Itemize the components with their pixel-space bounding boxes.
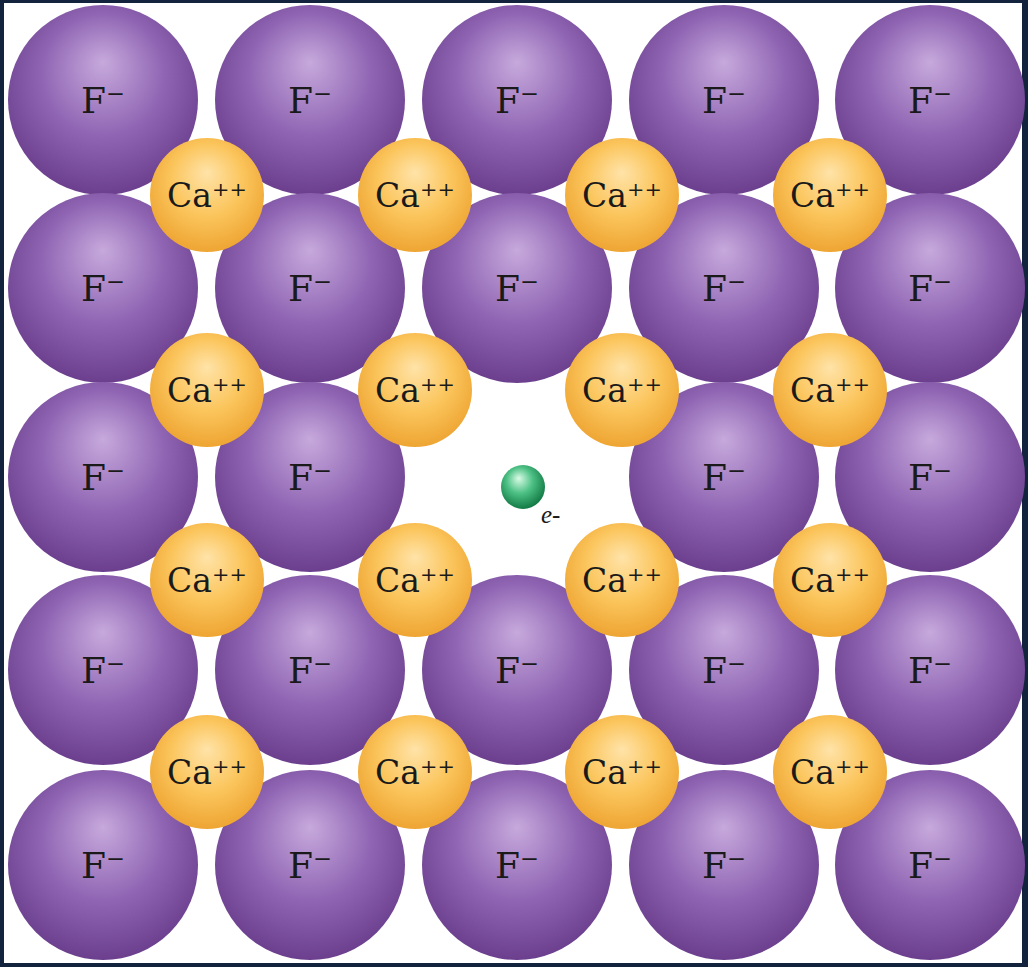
calcium-ion: Ca⁺⁺: [773, 715, 887, 829]
calcium-ion: Ca⁺⁺: [773, 523, 887, 637]
electron: e-: [501, 465, 585, 543]
calcium-label: Ca⁺⁺: [582, 176, 662, 215]
fluoride-label: F⁻: [288, 268, 332, 309]
calcium-label: Ca⁺⁺: [167, 371, 247, 410]
electron-label: e-: [541, 501, 560, 529]
calcium-label: Ca⁺⁺: [790, 371, 870, 410]
fluoride-label: F⁻: [908, 80, 952, 121]
calcium-ion: Ca⁺⁺: [358, 715, 472, 829]
fluoride-label: F⁻: [702, 457, 746, 498]
calcium-label: Ca⁺⁺: [375, 753, 455, 792]
calcium-label: Ca⁺⁺: [167, 753, 247, 792]
calcium-label: Ca⁺⁺: [582, 371, 662, 410]
calcium-label: Ca⁺⁺: [375, 561, 455, 600]
fluoride-label: F⁻: [495, 845, 539, 886]
fluoride-label: F⁻: [908, 650, 952, 691]
calcium-ion: Ca⁺⁺: [150, 138, 264, 252]
fluoride-label: F⁻: [81, 268, 125, 309]
calcium-ion: Ca⁺⁺: [358, 523, 472, 637]
calcium-ion: Ca⁺⁺: [773, 138, 887, 252]
fluoride-label: F⁻: [702, 80, 746, 121]
calcium-ion: Ca⁺⁺: [565, 138, 679, 252]
calcium-ion: Ca⁺⁺: [358, 333, 472, 447]
fluoride-label: F⁻: [288, 845, 332, 886]
fluoride-label: F⁻: [908, 845, 952, 886]
fluoride-label: F⁻: [288, 650, 332, 691]
calcium-ion: Ca⁺⁺: [150, 715, 264, 829]
calcium-ion: Ca⁺⁺: [565, 715, 679, 829]
fluoride-label: F⁻: [288, 457, 332, 498]
calcium-label: Ca⁺⁺: [375, 176, 455, 215]
fluoride-label: F⁻: [702, 845, 746, 886]
calcium-ion: Ca⁺⁺: [565, 523, 679, 637]
fluoride-label: F⁻: [495, 268, 539, 309]
fluoride-label: F⁻: [702, 268, 746, 309]
calcium-ion: Ca⁺⁺: [358, 138, 472, 252]
fluoride-label: F⁻: [81, 80, 125, 121]
fluoride-label: F⁻: [908, 457, 952, 498]
fluoride-label: F⁻: [81, 457, 125, 498]
calcium-label: Ca⁺⁺: [582, 561, 662, 600]
calcium-label: Ca⁺⁺: [790, 176, 870, 215]
calcium-ion: Ca⁺⁺: [150, 333, 264, 447]
calcium-ion: Ca⁺⁺: [150, 523, 264, 637]
fluoride-label: F⁻: [495, 80, 539, 121]
fluoride-label: F⁻: [288, 80, 332, 121]
calcium-label: Ca⁺⁺: [790, 753, 870, 792]
fluoride-label: F⁻: [81, 650, 125, 691]
calcium-label: Ca⁺⁺: [375, 371, 455, 410]
fluoride-label: F⁻: [908, 268, 952, 309]
fluoride-label: F⁻: [702, 650, 746, 691]
calcium-ion: Ca⁺⁺: [565, 333, 679, 447]
fluoride-label: F⁻: [495, 650, 539, 691]
calcium-ion: Ca⁺⁺: [773, 333, 887, 447]
calcium-label: Ca⁺⁺: [167, 176, 247, 215]
calcium-label: Ca⁺⁺: [582, 753, 662, 792]
calcium-label: Ca⁺⁺: [167, 561, 247, 600]
fluoride-label: F⁻: [81, 845, 125, 886]
calcium-label: Ca⁺⁺: [790, 561, 870, 600]
